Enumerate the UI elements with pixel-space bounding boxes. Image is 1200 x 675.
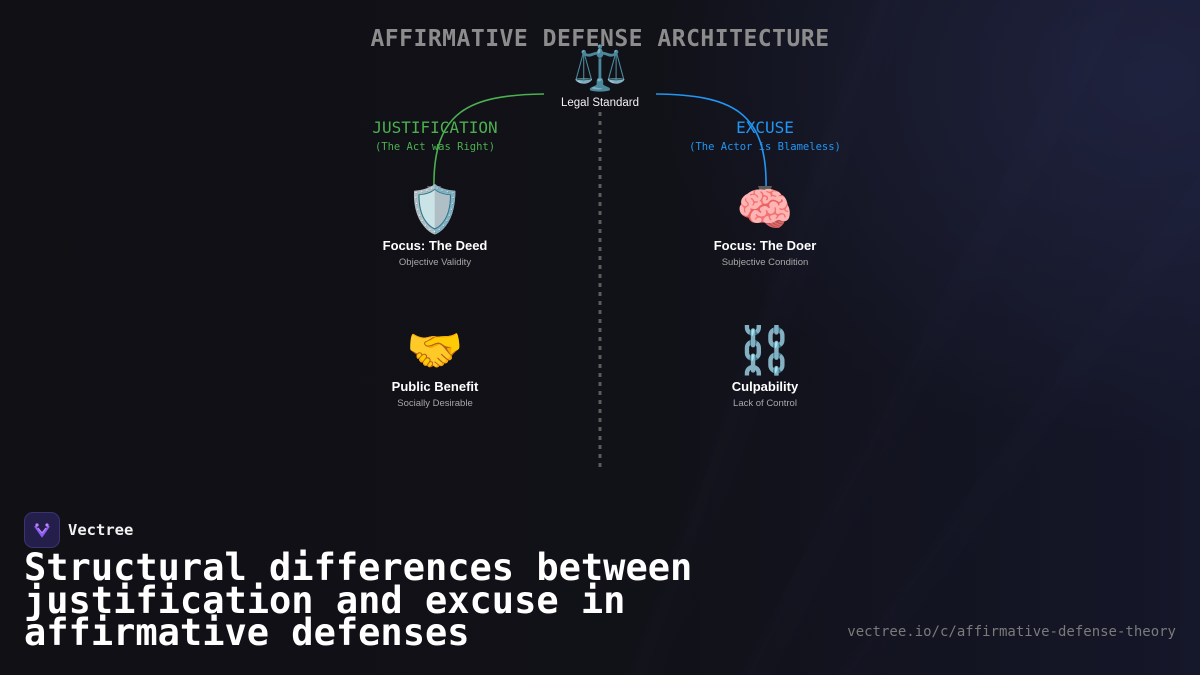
excuse-connector	[655, 93, 767, 191]
node-culpability: ⛓️ Culpability Lack of Control	[655, 323, 875, 409]
justification-subtitle: (The Act was Right)	[374, 141, 496, 153]
node-sublabel: Lack of Control	[733, 398, 797, 409]
node-label: Culpability	[731, 379, 799, 394]
node-sublabel: Objective Validity	[398, 257, 472, 268]
handshake-icon: 🤝	[406, 323, 464, 377]
excuse-subtitle: (The Actor is Blameless)	[689, 141, 841, 153]
page-headline: Structural differences between justifica…	[24, 546, 693, 654]
node-public-benefit: 🤝 Public Benefit Socially Desirable	[325, 323, 545, 409]
chains-icon: ⛓️	[736, 323, 794, 377]
vectree-logo-icon	[24, 512, 60, 548]
brand[interactable]: Vectree	[24, 512, 133, 548]
node-focus-deed: 🛡️ Focus: The Deed Objective Validity	[325, 182, 545, 268]
root-label: Legal Standard	[560, 97, 639, 109]
node-label: Focus: The Deed	[382, 238, 488, 253]
node-label: Focus: The Doer	[713, 238, 817, 253]
node-label: Public Benefit	[391, 379, 479, 394]
node-sublabel: Subjective Condition	[721, 257, 809, 268]
brain-icon: 🧠	[736, 182, 794, 236]
excuse-title: EXCUSE	[736, 118, 794, 137]
scales-of-justice-icon: ⚖️	[572, 43, 628, 94]
justification-arrowhead	[427, 186, 441, 204]
brand-name: Vectree	[68, 521, 134, 539]
justification-connector	[433, 93, 545, 191]
diagram-title: AFFIRMATIVE DEFENSE ARCHITECTURE	[370, 26, 830, 52]
source-url[interactable]: vectree.io/c/affirmative-defense-theory	[847, 624, 1176, 640]
excuse-arrowhead	[758, 186, 772, 204]
node-sublabel: Socially Desirable	[397, 398, 473, 409]
shield-icon: 🛡️	[406, 182, 464, 236]
node-focus-doer: 🧠 Focus: The Doer Subjective Condition	[655, 182, 875, 268]
justification-title: JUSTIFICATION	[372, 118, 498, 137]
